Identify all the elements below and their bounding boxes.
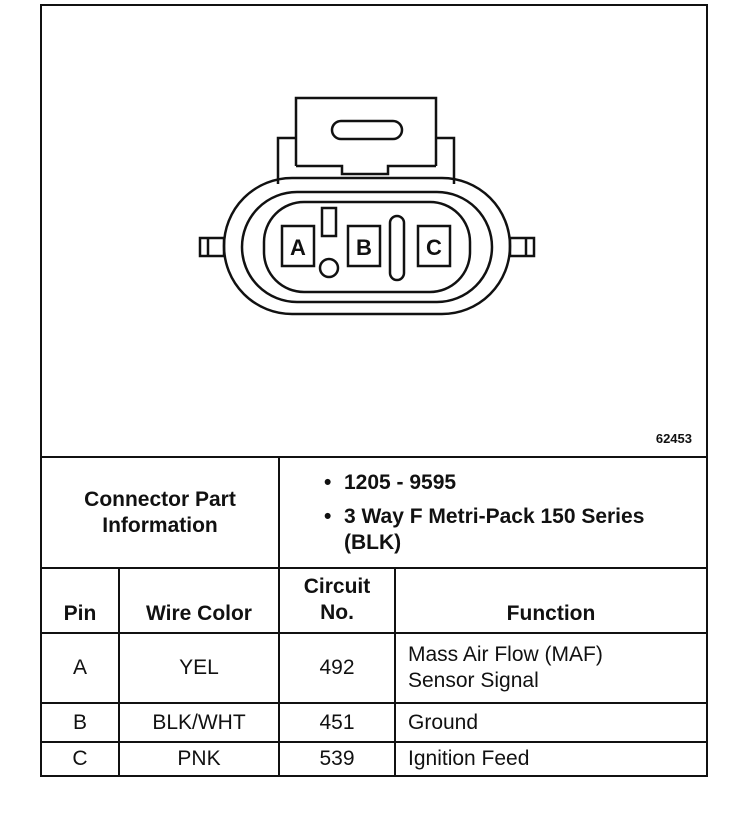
connector-info-label: Connector Part Information <box>84 487 236 537</box>
connector-info-list: • 1205 - 9595 • 3 Way F Metri-Pack 150 S… <box>320 470 700 564</box>
pin-c-cavity <box>416 224 452 268</box>
part-number: 1205 - 9595 <box>344 471 457 494</box>
bullet: • <box>324 505 332 528</box>
connector-frame: A B C 62453 Connector Part Information •… <box>40 4 708 777</box>
connector-type: 3 Way F Metri-Pack 150 Series (BLK) <box>344 505 645 554</box>
lock-tab <box>294 96 438 166</box>
rule-col-circuit <box>278 457 280 775</box>
lock-slot <box>330 119 404 141</box>
row-a-wire-color: YEL <box>179 656 219 679</box>
row-c-function: Ignition Feed <box>408 747 530 770</box>
row-a-pin: A <box>72 656 87 679</box>
header-function: Function <box>506 602 596 625</box>
rule-row-a-bottom <box>42 702 706 704</box>
outer-housing <box>222 176 512 316</box>
row-a-function: Mass Air Flow (MAF) Sensor Signal <box>408 643 603 692</box>
key-post <box>320 206 338 238</box>
pin-a-cavity <box>280 224 316 268</box>
row-b-circuit-no: 451 <box>319 710 355 734</box>
left-ear <box>198 236 226 258</box>
connector-drawing: A B C <box>198 96 536 316</box>
row-a-circuit-no: 492 <box>319 656 355 679</box>
tab-base <box>296 164 436 176</box>
row-c-circuit-no: 539 <box>319 747 355 770</box>
key-circle <box>318 257 340 279</box>
rule-col-function <box>394 568 396 775</box>
inner-housing <box>240 190 494 304</box>
row-c-wire-color: PNK <box>177 747 221 770</box>
pin-a-label: A <box>290 235 306 260</box>
rule-info-bottom <box>42 567 706 569</box>
bullet: • <box>324 471 332 494</box>
header-circuit-no: Circuit No. <box>303 575 371 624</box>
row-b-function: Ground <box>408 710 479 734</box>
row-b-wire-color: BLK/WHT <box>152 710 246 734</box>
connector-info-item: • 3 Way F Metri-Pack 150 Series (BLK) <box>320 504 700 556</box>
figure-id: 62453 <box>655 431 692 446</box>
rule-header-bottom <box>42 632 706 634</box>
connector-info-item: • 1205 - 9595 <box>320 470 700 496</box>
rule-row-b-bottom <box>42 741 706 743</box>
row-b-pin: B <box>72 710 87 734</box>
header-pin: Pin <box>63 602 97 625</box>
cavity-face <box>262 200 472 294</box>
right-ear <box>508 236 536 258</box>
tab-shoulders <box>276 136 456 184</box>
pin-b-cavity <box>346 224 382 268</box>
divider-bar <box>388 214 406 282</box>
row-c-pin: C <box>72 747 88 770</box>
rule-diagram-bottom <box>42 456 706 458</box>
pin-c-label: C <box>426 235 442 260</box>
rule-col-wire <box>118 568 120 775</box>
header-wire-color: Wire Color <box>146 602 252 625</box>
pin-b-label: B <box>356 235 372 260</box>
connector-diagram: A B C 62453 <box>42 6 706 458</box>
